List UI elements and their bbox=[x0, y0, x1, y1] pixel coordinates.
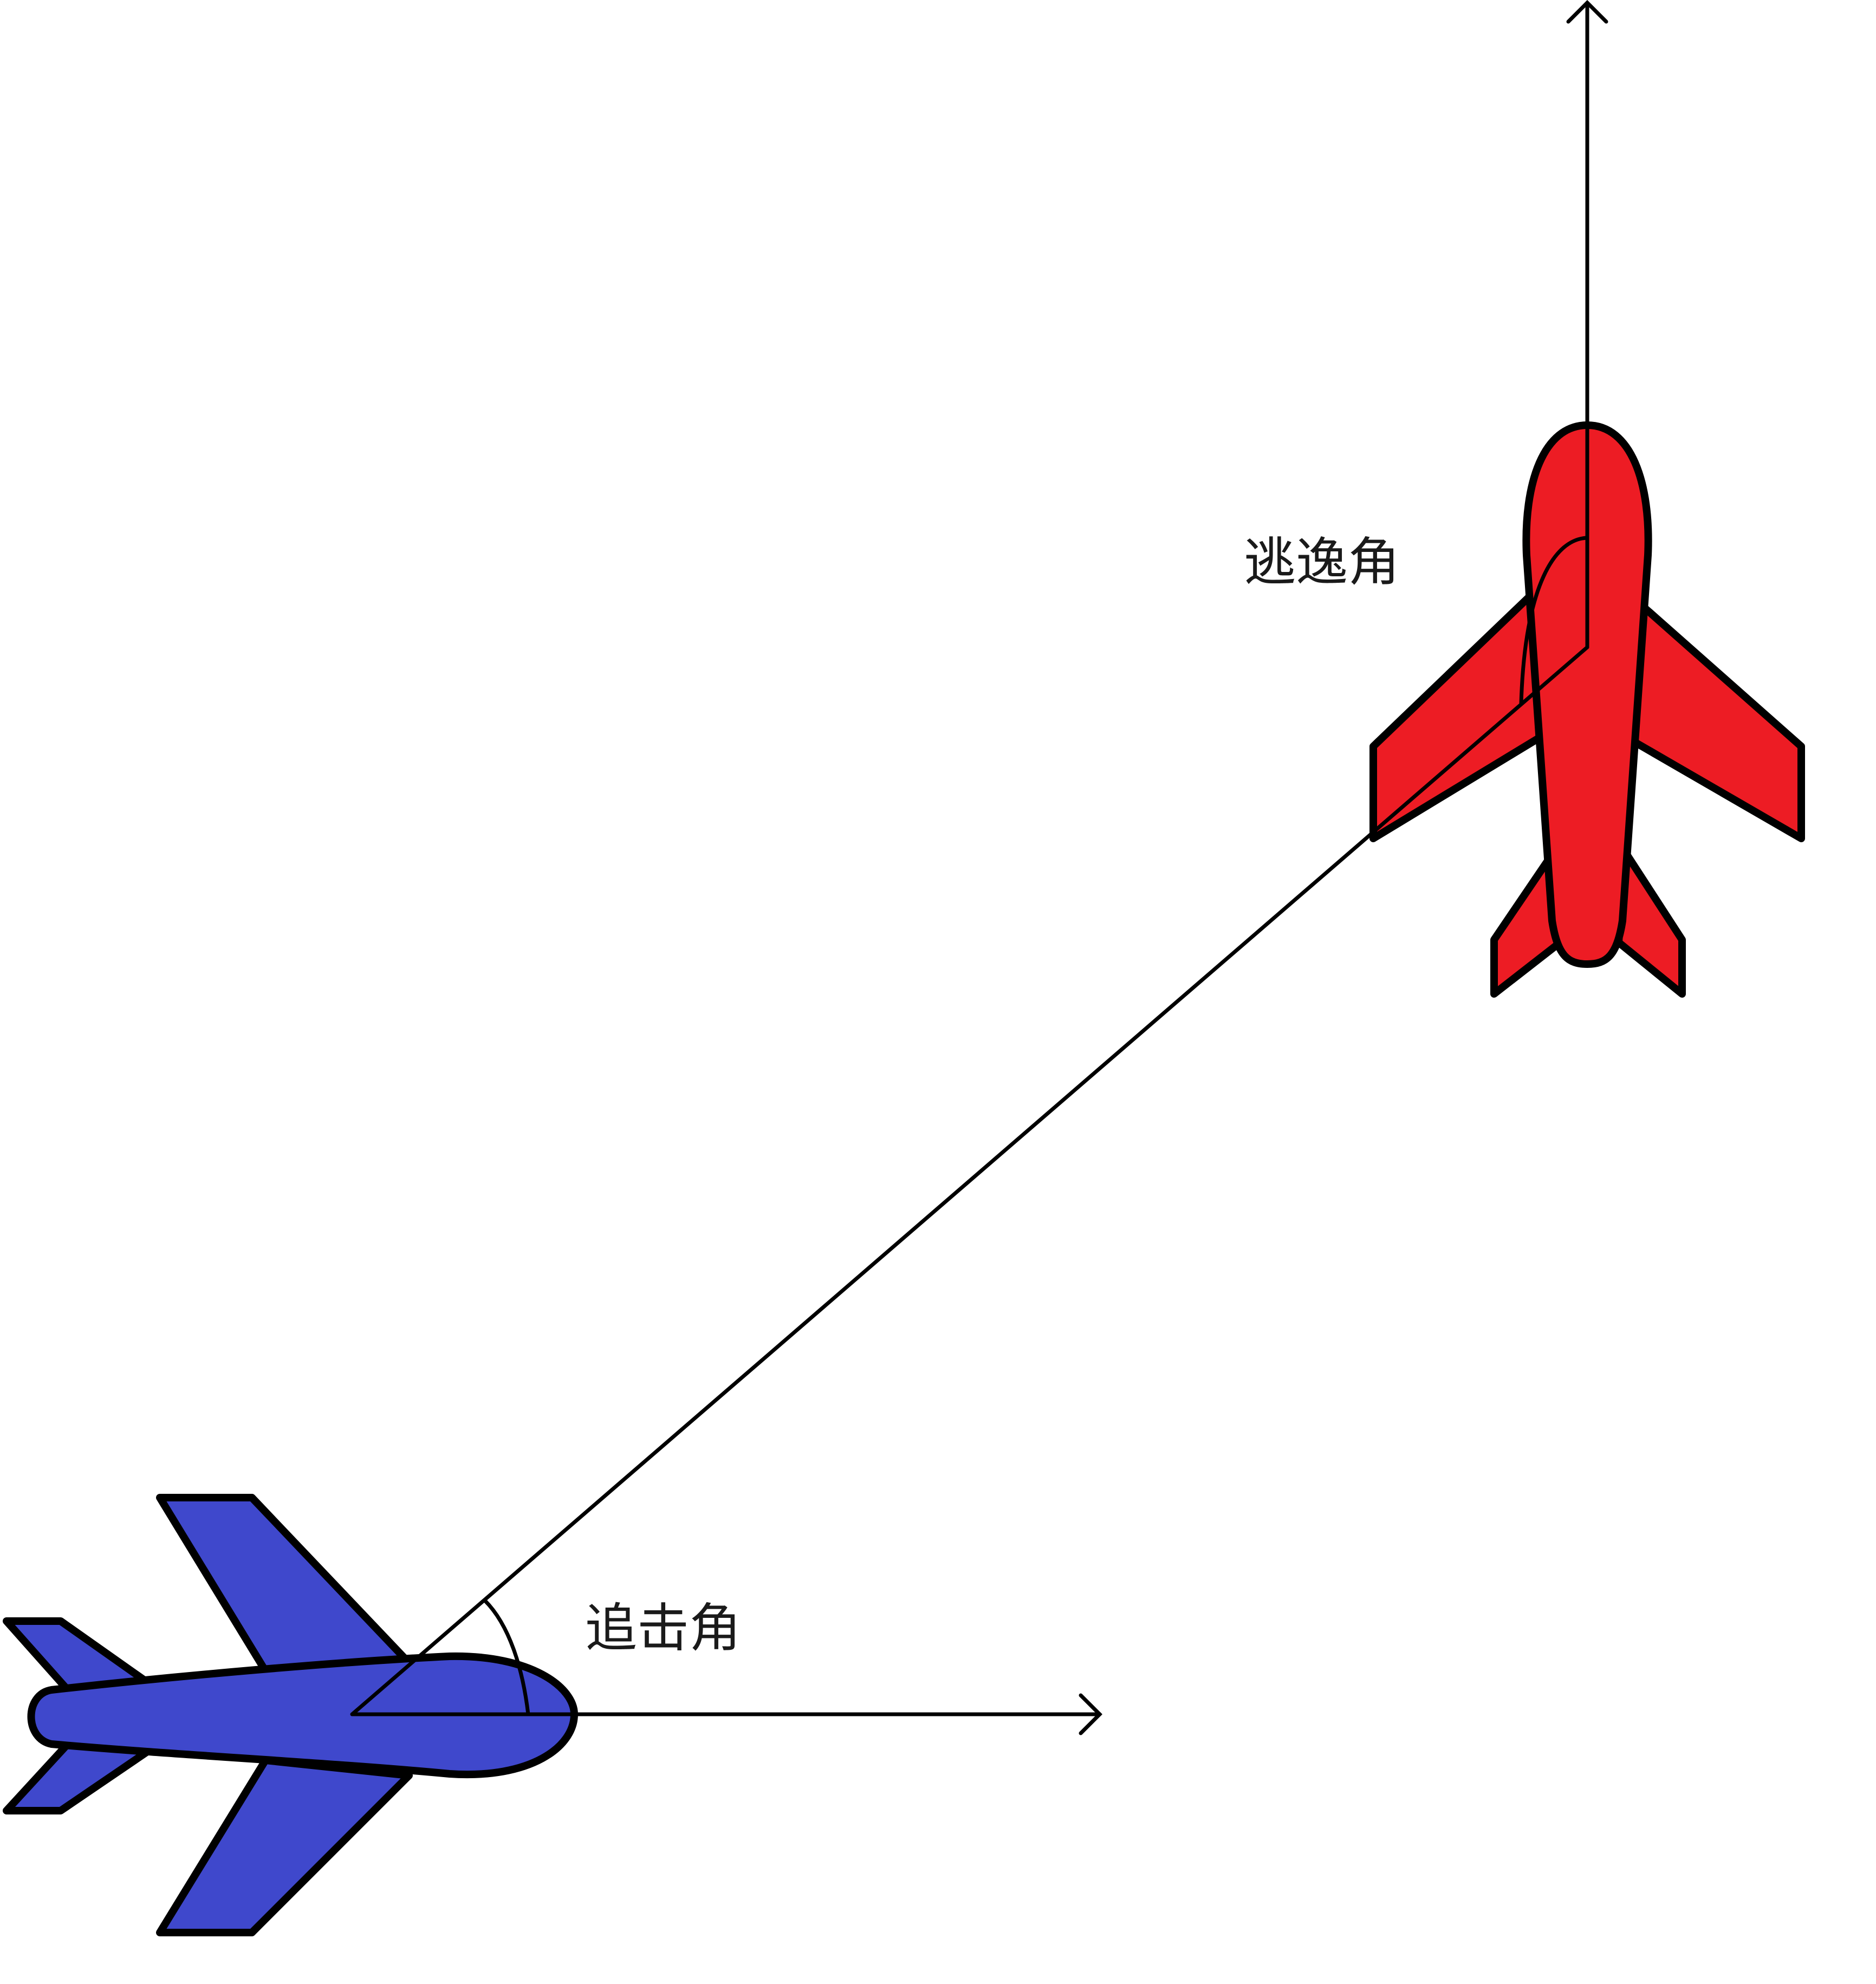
escape-angle-arc bbox=[1519, 536, 1589, 705]
line-of-sight bbox=[350, 645, 1589, 1716]
target-heading-arrowhead bbox=[1566, 0, 1608, 24]
blue-airplane-icon bbox=[3, 1494, 578, 1936]
pursuer-heading-arrowhead bbox=[1079, 1693, 1102, 1735]
blue-bottom-wing bbox=[156, 1757, 413, 1936]
pursuit-angle-arc bbox=[483, 1598, 530, 1716]
escape-angle-label: 逃逸角 bbox=[1244, 532, 1400, 593]
blue-fuselage bbox=[27, 1652, 578, 1779]
red-fuselage bbox=[1522, 421, 1652, 968]
red-airplane-icon bbox=[1369, 421, 1805, 998]
geometry-lines bbox=[350, 0, 1608, 1735]
pursuit-angle-label: 追击角 bbox=[585, 1598, 741, 1658]
